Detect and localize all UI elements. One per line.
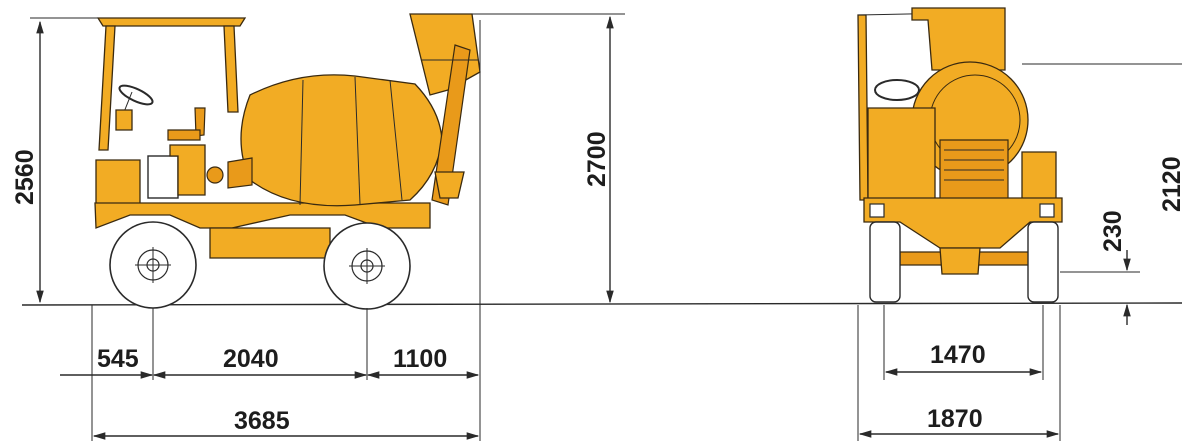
side-view-mixer (94, 13, 481, 310)
rear-wheel (323, 222, 411, 310)
cab-front-pillar (98, 25, 116, 151)
front-view-dimensions (857, 63, 1182, 441)
chassis-lower (209, 227, 331, 259)
front-view-lamp-right (1039, 203, 1055, 218)
front-view-hopper (911, 7, 1006, 71)
side-view-dimensions (30, 13, 625, 441)
label-height-total: 2560 (11, 149, 39, 205)
front-view-lamp-left (869, 203, 885, 218)
label-ground-clearance: 230 (1099, 210, 1127, 252)
label-overall-length: 3685 (234, 407, 290, 435)
dashboard (115, 109, 133, 131)
label-track-width: 1470 (930, 341, 986, 369)
chassis (94, 202, 431, 229)
front-body (95, 159, 141, 206)
engine-block (147, 155, 179, 199)
front-view-tyre-left (869, 221, 901, 303)
front-wheel (109, 221, 197, 309)
front-view-cab-pillar (857, 14, 869, 201)
ground-line (21, 302, 1182, 306)
front-view-body-left (867, 107, 936, 201)
label-overall-width: 1870 (927, 405, 983, 433)
mixer-drum (206, 74, 443, 207)
loading-hopper (409, 13, 481, 206)
label-discharge-height: 2120 (1158, 156, 1182, 212)
steering-wheel-icon (118, 84, 154, 113)
front-view-tyre-right (1027, 221, 1059, 303)
cab-roof (96, 17, 247, 27)
front-view-side-box (1021, 151, 1057, 201)
label-wheelbase: 2040 (223, 345, 279, 373)
front-view-steering-icon (874, 79, 920, 101)
cab-rear-pillar (223, 25, 239, 113)
label-height-with-drum: 2700 (583, 131, 611, 187)
label-rear-overhang: 1100 (393, 345, 447, 373)
label-front-overhang: 545 (97, 345, 139, 373)
engine-cover (169, 144, 206, 196)
seat-icon (167, 107, 206, 141)
front-view-mixer (857, 7, 1063, 303)
